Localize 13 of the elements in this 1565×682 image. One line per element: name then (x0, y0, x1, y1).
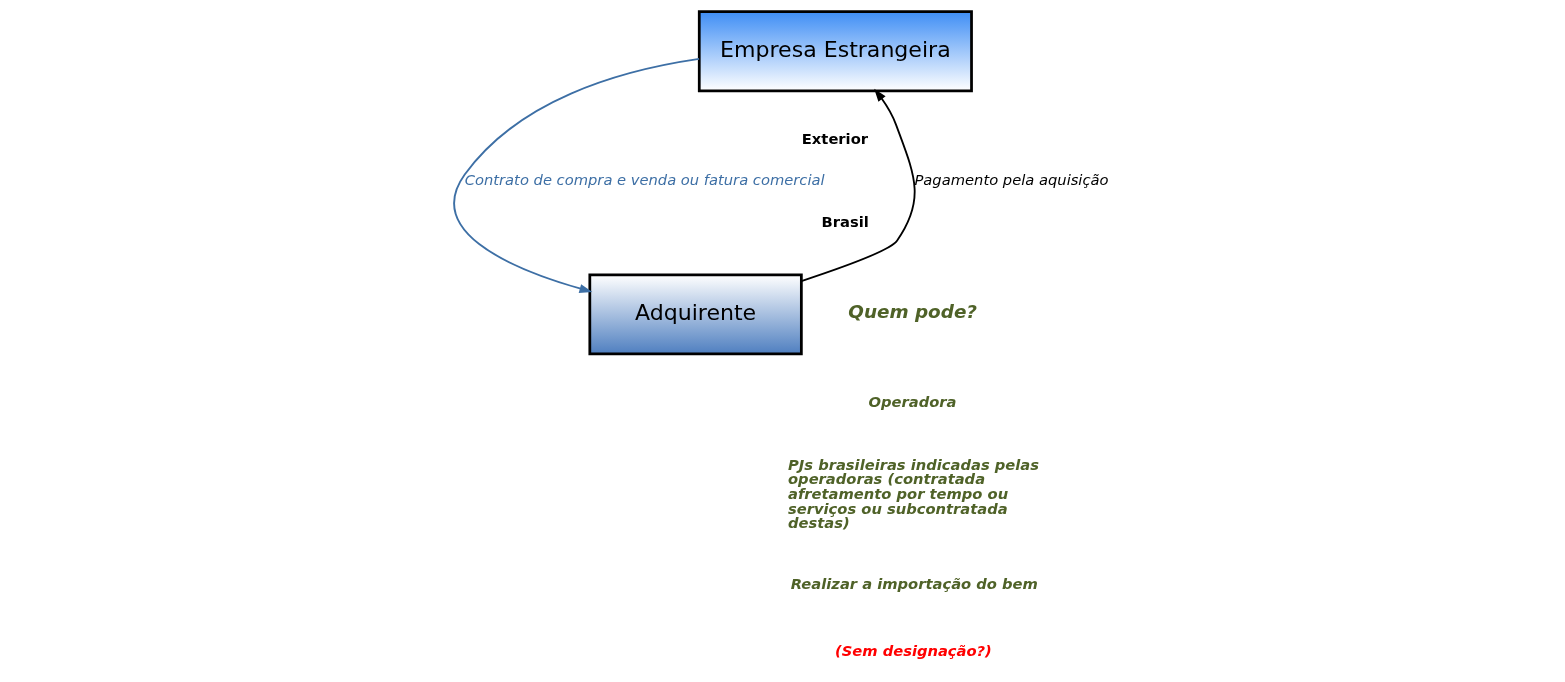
label: Realizar a importação do bem (790, 575, 1038, 593)
label: Quem pode? (848, 301, 978, 323)
label: PJs brasileiras indicadas pelas operadoras (contratada afretamento por tempo ou serviços ou subcontratada destas) (788, 455, 1039, 532)
arrow (800, 88, 916, 282)
node-box: Adquirente (588, 273, 803, 356)
label: Exterior (801, 129, 868, 147)
label: Operadora (868, 393, 957, 411)
arrow (453, 58, 700, 293)
label: (Sem designação?) (834, 642, 992, 660)
node-box: Empresa Estrangeira (697, 10, 973, 93)
edge-label: Contrato de compra e venda ou fatura comercial (464, 171, 825, 189)
label: Brasil (821, 212, 869, 230)
edge-label: Pagamento pela aquisição (914, 171, 1109, 189)
